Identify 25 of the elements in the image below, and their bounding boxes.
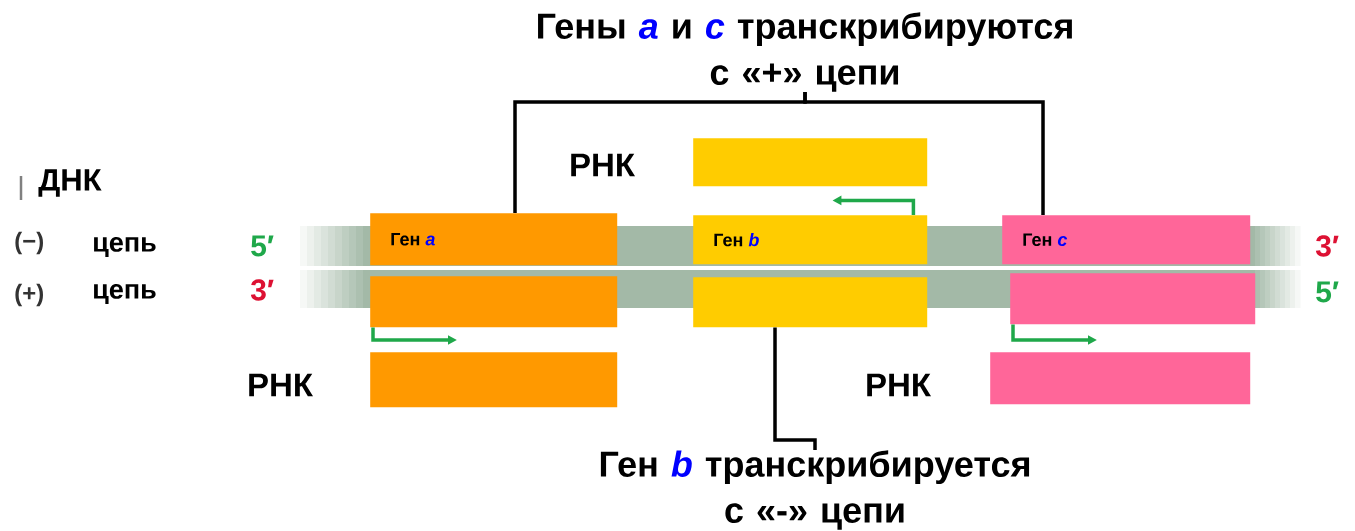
- leader-line: [803, 92, 1045, 215]
- label-text: цепь: [94, 237, 156, 257]
- label-text: 5′: [251, 235, 274, 257]
- label-text: 5′: [1316, 281, 1339, 303]
- label-text: ДНК: [38, 169, 102, 197]
- label-text: РНК: [571, 153, 636, 177]
- leader-line: [773, 327, 817, 450]
- gene-bar: [693, 138, 928, 187]
- gene-box: Ген b: [693, 215, 928, 265]
- label-text: (−): [15, 231, 43, 255]
- label-text: 3′: [1315, 235, 1339, 257]
- label-text: 3′: [250, 279, 274, 301]
- gene-bar: [370, 276, 618, 328]
- gene-bar: [1010, 273, 1256, 325]
- gene-box: Ген c: [1002, 215, 1251, 265]
- caption-text: Гены a и c транскрибируются с «+» цепи: [538, 12, 1072, 92]
- label-text: (+): [15, 283, 43, 307]
- gene-bar: [370, 352, 618, 408]
- gene-box: Ген a: [370, 213, 618, 266]
- gene-bar: [990, 352, 1251, 405]
- label-text: РНК: [249, 373, 314, 397]
- label-text: цепь: [94, 284, 156, 304]
- label-text: РНК: [867, 373, 932, 397]
- caption-text: Ген b транскрибируется с «-» цепи: [600, 450, 1030, 530]
- gene-bar: [693, 277, 928, 328]
